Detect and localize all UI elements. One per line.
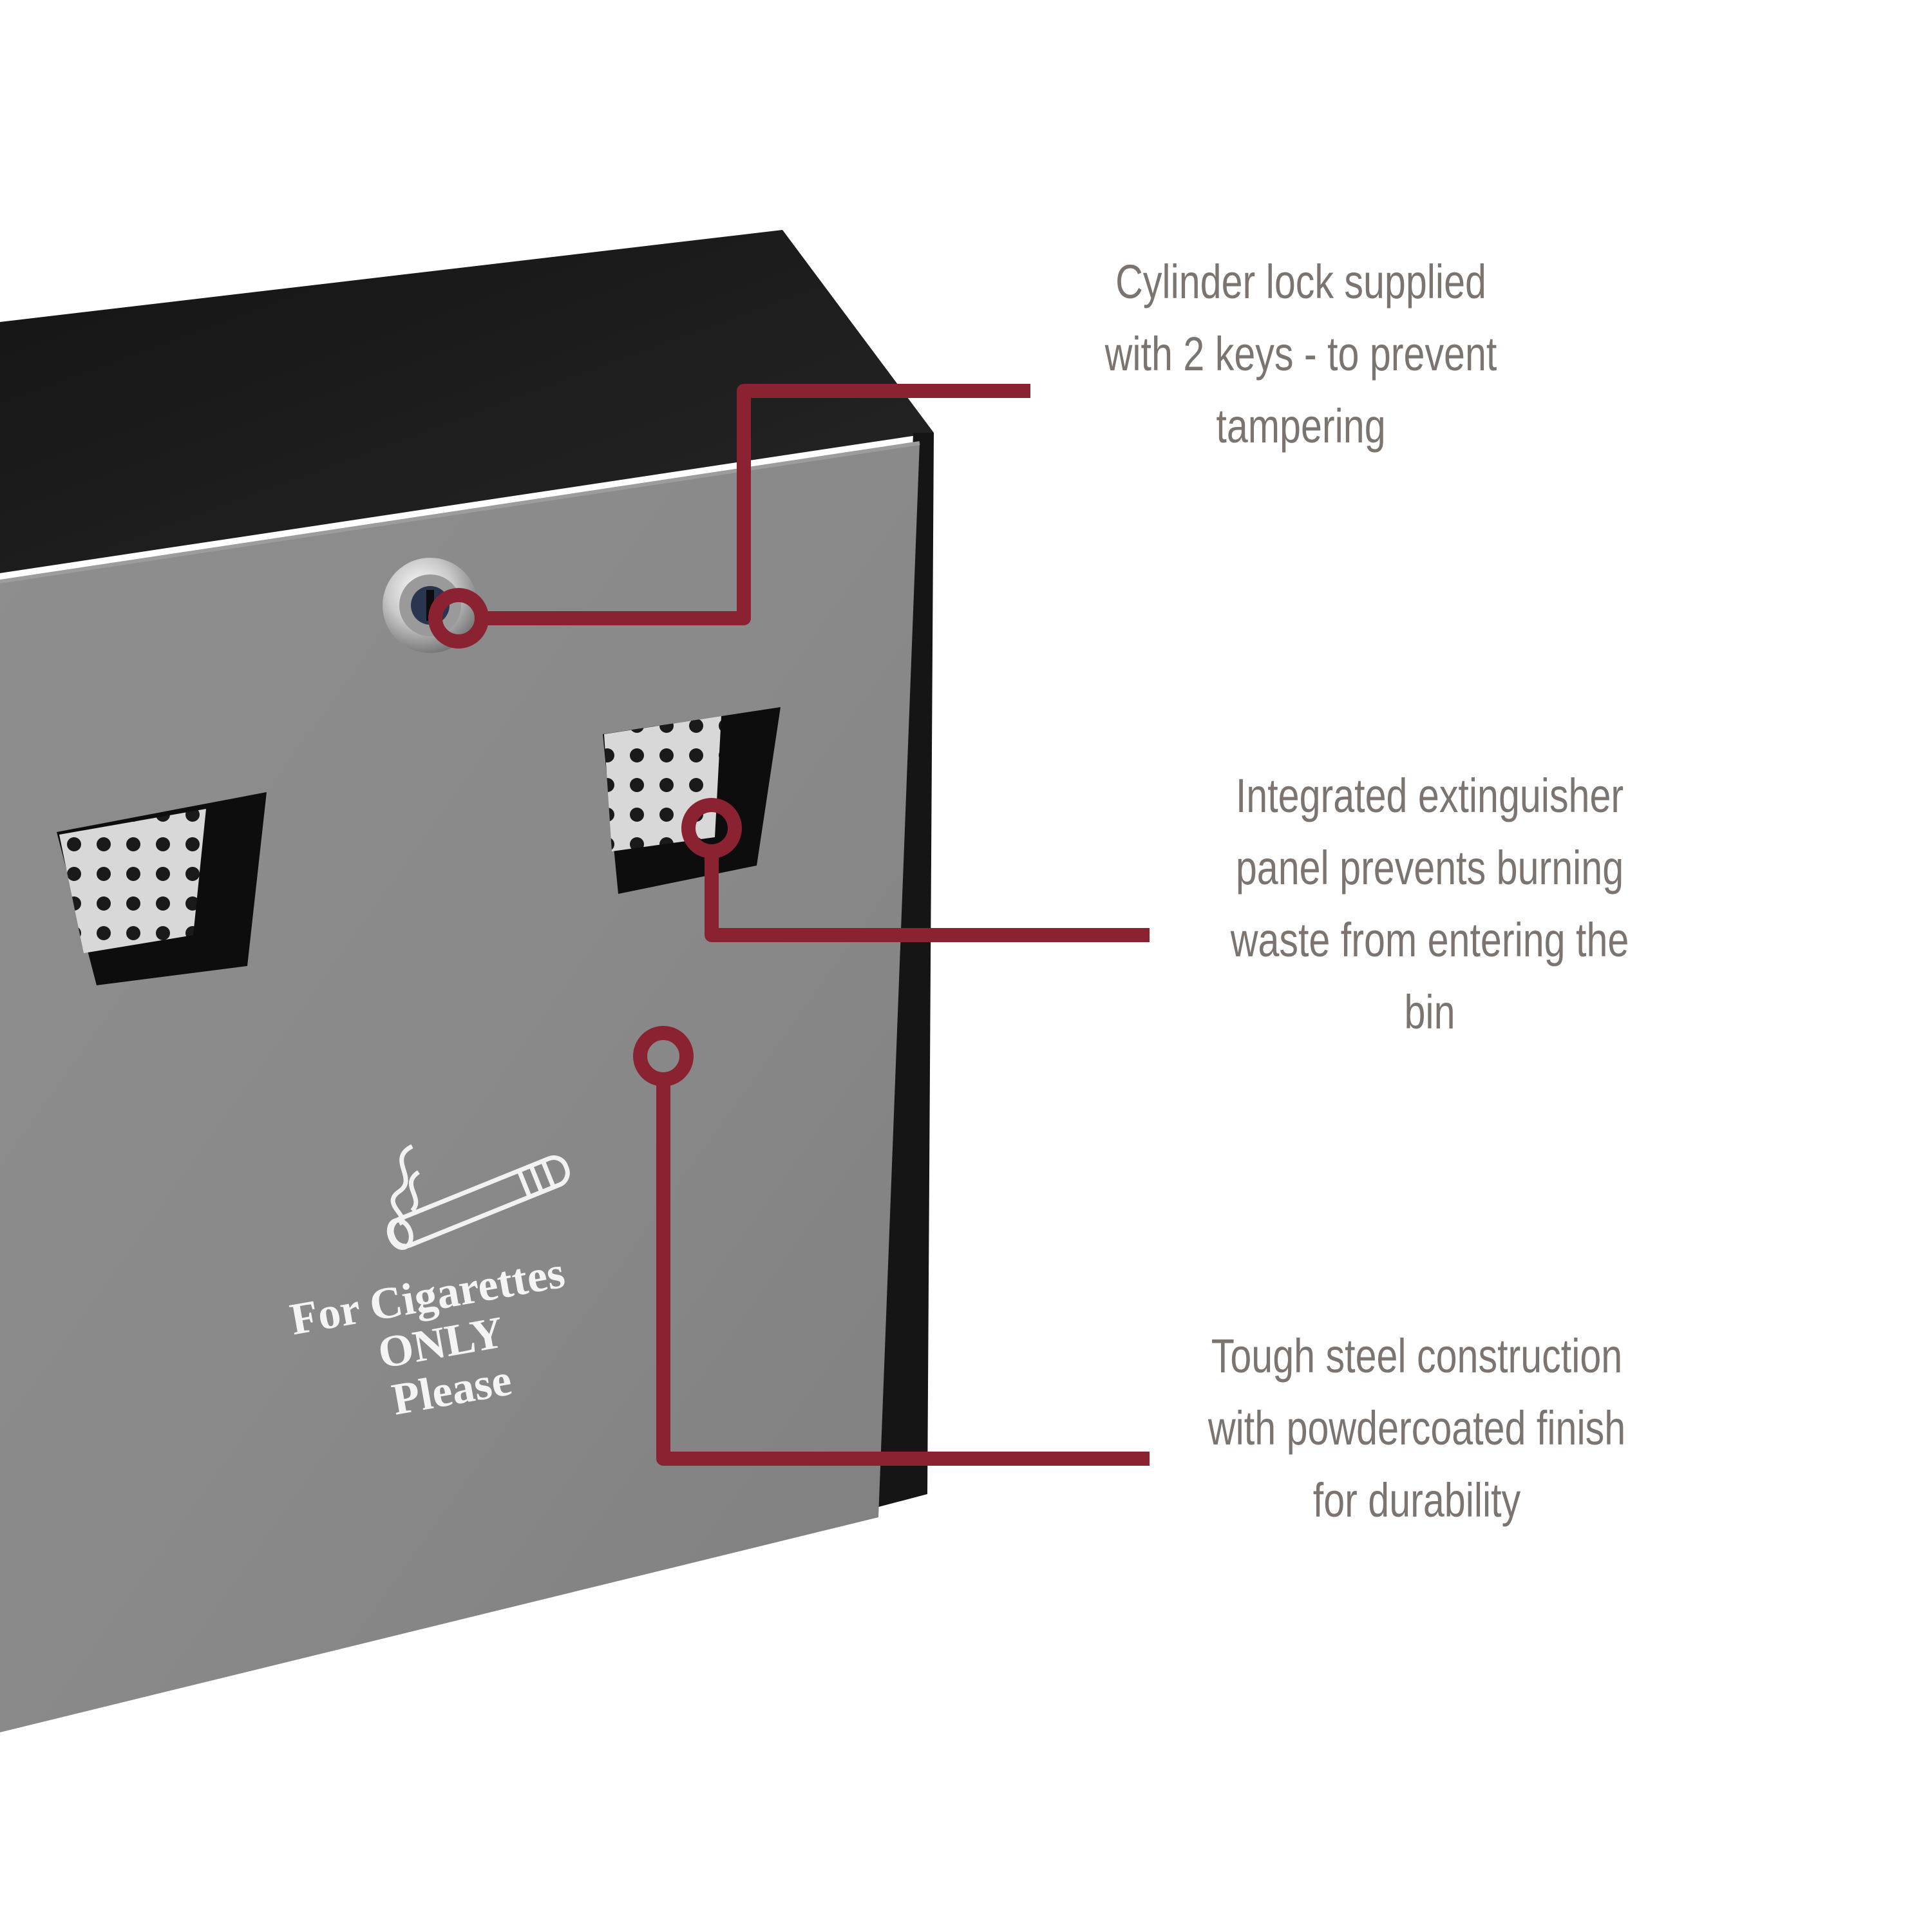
- marker-panel: [681, 798, 742, 858]
- cigarette-icon: [386, 1155, 570, 1250]
- callout-line: for durability: [1312, 1473, 1521, 1527]
- callout-steel-construction: Tough steel construction with powdercoat…: [1180, 1320, 1654, 1537]
- callout-line: with 2 keys - to prevent: [1104, 327, 1497, 381]
- bin-top: [0, 230, 934, 573]
- connector-panel: [705, 850, 1150, 942]
- callout-cylinder-lock: Cylinder lock supplied with 2 keys - to …: [1064, 246, 1538, 462]
- callout-connectors: [428, 384, 1150, 1466]
- callout-extinguisher-panel: Integrated extinguisher panel prevents b…: [1193, 760, 1667, 1048]
- callout-line: tampering: [1216, 399, 1386, 453]
- callout-line: waste from entering the: [1230, 913, 1629, 967]
- callout-line: Cylinder lock supplied: [1115, 255, 1486, 308]
- right-ash-slot: [603, 707, 781, 894]
- marker-lock: [428, 588, 489, 649]
- marker-steel: [633, 1026, 694, 1086]
- callout-line: with powdercoated finish: [1208, 1401, 1626, 1455]
- callout-line: panel prevents burning: [1235, 841, 1624, 895]
- connector-lock: [480, 384, 1030, 625]
- extinguisher-panel: [604, 716, 721, 851]
- left-ash-slot: [57, 792, 267, 985]
- bin-side-edge: [878, 433, 934, 1507]
- callout-line: Tough steel construction: [1211, 1329, 1623, 1383]
- smoke-icon: [390, 1144, 421, 1226]
- connector-steel: [656, 1079, 1150, 1466]
- callout-line: Integrated extinguisher: [1235, 769, 1624, 822]
- cylinder-lock: [383, 558, 478, 653]
- callout-line: bin: [1404, 985, 1455, 1039]
